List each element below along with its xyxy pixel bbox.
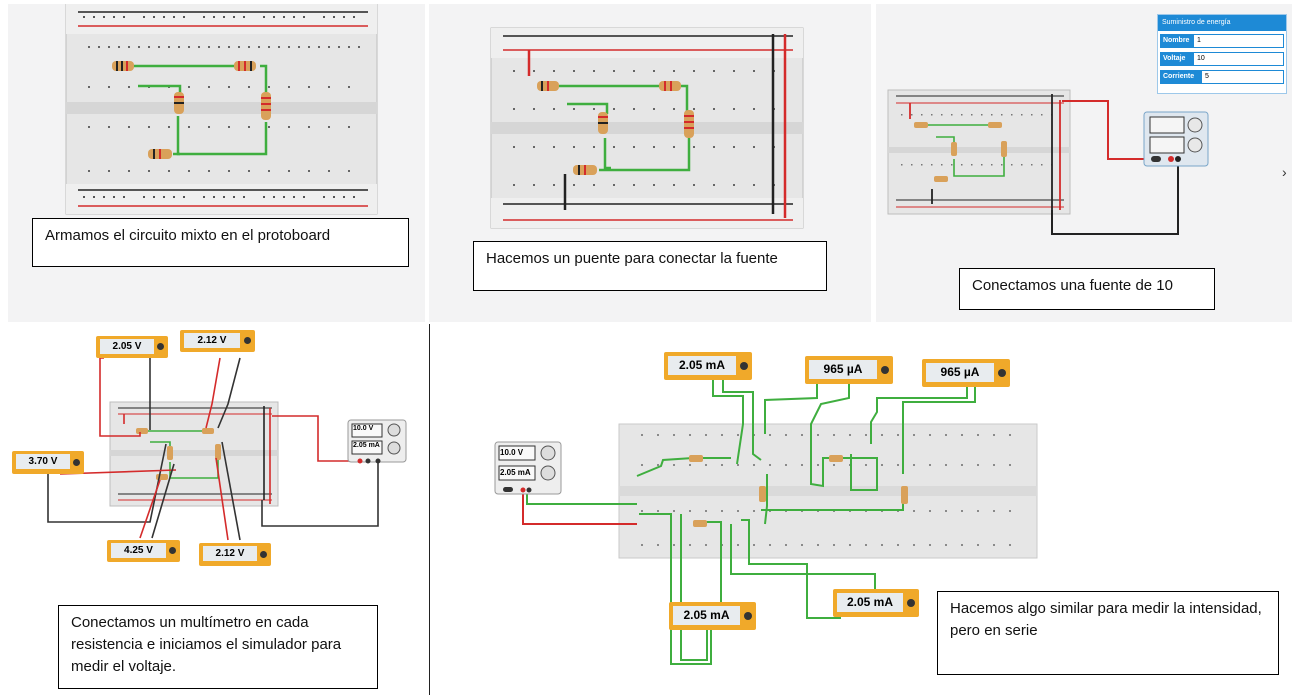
dial-icon — [881, 366, 889, 374]
supply-current-readout: 2.05 mA — [353, 442, 380, 449]
meter-reading: 2.05 mA — [837, 593, 903, 612]
breadboard-2 — [490, 27, 804, 229]
field-label-voltage: Voltaje — [1160, 52, 1193, 66]
caption-step-5: Hacemos algo similar para medir la inten… — [937, 591, 1279, 675]
current-circuit — [494, 380, 1038, 665]
multimeter-voltage-2[interactable]: 2.12 V — [180, 330, 255, 352]
field-input-name[interactable]: 1 — [1193, 34, 1284, 48]
multimeter-voltage-3[interactable]: 3.70 V — [12, 451, 84, 474]
multimeter-voltage-4[interactable]: 4.25 V — [107, 540, 180, 562]
dial-icon — [157, 343, 164, 350]
ammeter-5[interactable]: 2.05 mA — [833, 589, 919, 617]
field-row-voltage: Voltaje 10 — [1160, 52, 1284, 66]
panel-bridge: Hacemos un puente para conectar la fuent… — [429, 4, 871, 322]
multimeter-voltage-5[interactable]: 2.12 V — [199, 543, 271, 566]
field-row-name: Nombre 1 — [1160, 34, 1284, 48]
meter-reading: 2.12 V — [203, 546, 257, 561]
meter-reading: 2.05 mA — [673, 606, 740, 625]
ammeter-3[interactable]: 965 µA — [922, 359, 1010, 387]
meter-reading: 2.05 V — [100, 339, 154, 354]
ammeter-2[interactable]: 965 µA — [805, 356, 893, 384]
caption-step-3: Conectamos una fuente de 10 — [959, 268, 1215, 310]
meter-reading: 2.05 mA — [668, 356, 736, 375]
supply-current-readout-2: 2.05 mA — [500, 468, 531, 477]
meter-reading: 2.12 V — [184, 333, 240, 348]
breadboard-3 — [887, 89, 1209, 235]
dial-icon — [907, 599, 915, 607]
meter-reading: 965 µA — [926, 363, 994, 382]
meter-reading: 965 µA — [809, 360, 877, 379]
dial-icon — [744, 612, 752, 620]
supply-voltage-readout-2: 10.0 V — [500, 448, 524, 457]
vertical-divider — [429, 324, 430, 695]
caption-step-1: Armamos el circuito mixto en el protoboa… — [32, 218, 409, 267]
ammeter-1[interactable]: 2.05 mA — [664, 352, 752, 380]
ammeter-4[interactable]: 2.05 mA — [669, 602, 756, 630]
dial-icon — [244, 337, 251, 344]
dial-icon — [73, 459, 80, 466]
caption-step-4: Conectamos un multímetro en cada resiste… — [58, 605, 378, 689]
caption-step-2: Hacemos un puente para conectar la fuent… — [473, 241, 827, 291]
power-supply-settings: Suministro de energía Nombre 1 Voltaje 1… — [1157, 14, 1287, 94]
dial-icon — [169, 547, 176, 554]
dial-icon — [740, 362, 748, 370]
panel-current-measure: 10.0 V 2.05 mA 2.05 mA 965 µA 965 µA 2.0… — [431, 324, 1305, 695]
panel-protoboard: Armamos el circuito mixto en el protoboa… — [8, 4, 425, 322]
field-input-current[interactable]: 5 — [1201, 70, 1284, 84]
panel-voltage-measure: 10.0 V 2.05 mA 2.05 V 2.12 V 3.70 V 4.25… — [0, 324, 428, 695]
field-row-current: Corriente 5 — [1160, 70, 1284, 84]
field-label-name: Nombre — [1160, 34, 1193, 48]
supply-voltage-readout: 10.0 V — [353, 425, 374, 432]
chevron-right-icon[interactable]: › — [1282, 164, 1287, 180]
field-input-voltage[interactable]: 10 — [1193, 52, 1284, 66]
dial-icon — [998, 369, 1006, 377]
multimeter-voltage-1[interactable]: 2.05 V — [96, 336, 168, 358]
meter-reading: 3.70 V — [16, 454, 70, 469]
voltage-circuit — [47, 357, 407, 541]
power-supply-title: Suministro de energía — [1158, 15, 1286, 31]
dial-icon — [260, 551, 267, 558]
meter-reading: 4.25 V — [111, 543, 166, 558]
breadboard-1 — [65, 4, 378, 215]
panel-supply: Suministro de energía Nombre 1 Voltaje 1… — [876, 4, 1292, 322]
field-label-current: Corriente — [1160, 70, 1201, 84]
